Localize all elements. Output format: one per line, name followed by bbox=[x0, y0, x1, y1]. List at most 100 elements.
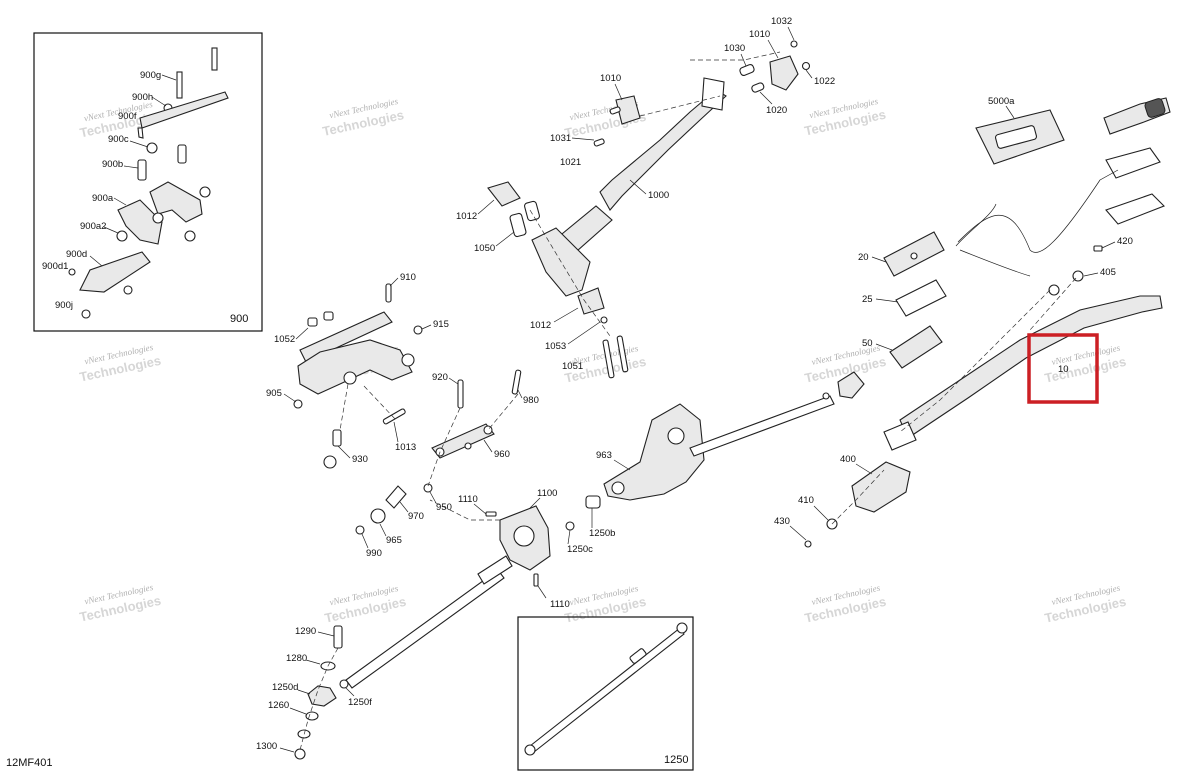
assembly-line bbox=[529, 209, 611, 337]
callout-1250c: 1250c bbox=[567, 544, 593, 555]
inset-1250-frame bbox=[517, 616, 694, 771]
clamp-1010-left bbox=[615, 95, 641, 125]
rod-1250 bbox=[529, 627, 685, 753]
assembly-line bbox=[339, 383, 349, 431]
link-hole-b bbox=[483, 425, 493, 435]
pin-1030 bbox=[739, 64, 755, 76]
callout-980: 980 bbox=[523, 395, 539, 406]
callout-400: 400 bbox=[840, 454, 856, 465]
washer-b bbox=[152, 212, 164, 224]
grip-wire bbox=[957, 169, 1119, 253]
callout-410: 410 bbox=[798, 495, 814, 506]
callout-900a: 900a bbox=[92, 193, 114, 204]
callout-1013: 1013 bbox=[395, 442, 416, 453]
rod-end bbox=[837, 371, 865, 399]
bolt-900g bbox=[176, 71, 183, 99]
base-900d bbox=[79, 251, 151, 293]
assembly-line bbox=[899, 289, 1051, 433]
bracket-bushing-b bbox=[343, 371, 357, 385]
rod-end-1250d bbox=[307, 685, 337, 707]
highlight-part-10[interactable] bbox=[1027, 333, 1099, 404]
callout-900d: 900d bbox=[66, 249, 87, 260]
callout-1032: 1032 bbox=[771, 16, 792, 27]
callout-963: 963 bbox=[596, 450, 612, 461]
clamp-1012-top bbox=[487, 181, 521, 207]
rod-nut bbox=[822, 392, 830, 400]
washer-1260 bbox=[305, 711, 319, 721]
grip-sleeve-b bbox=[1105, 193, 1165, 225]
callout-1260: 1260 bbox=[268, 700, 289, 711]
nut-1032 bbox=[790, 40, 798, 48]
callout-1250b: 1250b bbox=[589, 528, 615, 539]
mount-405 bbox=[1048, 284, 1060, 296]
mounting-bracket-labels: 910 915 1052 905 1013 930 bbox=[266, 272, 449, 465]
grip-cover-50 bbox=[889, 325, 943, 369]
plate-1052 bbox=[299, 311, 393, 363]
callout-900d1: 900d1 bbox=[42, 261, 68, 272]
bracket-1052 bbox=[297, 339, 413, 395]
assembly-line bbox=[831, 469, 885, 525]
callout-920: 920 bbox=[432, 372, 448, 383]
washer-d bbox=[116, 230, 128, 242]
callout-900: 900 bbox=[230, 313, 248, 325]
callout-910: 910 bbox=[400, 272, 416, 283]
shaft-collar bbox=[477, 555, 513, 585]
bolt-920 bbox=[457, 379, 464, 409]
clamp-1012-bottom bbox=[577, 287, 605, 315]
housing-bore bbox=[513, 525, 535, 547]
steering-column-labels: 1032 1010 1030 1022 1020 1010 1031 1021 … bbox=[456, 16, 835, 372]
rod-end-upper bbox=[676, 622, 688, 634]
logo-badge-ski-doo-logo bbox=[994, 125, 1038, 149]
callout-5000a: 5000a bbox=[988, 96, 1015, 107]
rod-collar bbox=[629, 648, 647, 664]
callout-960: 960 bbox=[494, 449, 510, 460]
callout-1250f: 1250f bbox=[348, 697, 372, 708]
bushing-965 bbox=[370, 508, 386, 524]
nut-1300 bbox=[294, 748, 306, 760]
nut-990 bbox=[355, 525, 365, 535]
callout-900h: 900h bbox=[132, 92, 153, 103]
callout-900g: 900g bbox=[140, 70, 161, 81]
fitting-1250b bbox=[585, 495, 601, 509]
nut-950 bbox=[423, 483, 433, 493]
callout-1110-a: 1110 bbox=[458, 494, 478, 505]
callout-1030: 1030 bbox=[724, 43, 745, 54]
grip-wire-c bbox=[959, 249, 1031, 277]
casting-boss bbox=[667, 427, 685, 445]
bolt-1051-b bbox=[616, 335, 629, 373]
handlebar-labels: 5000a 20 25 50 420 405 10 400 410 430 bbox=[774, 96, 1133, 541]
bolt-1031 bbox=[609, 106, 621, 115]
tie-rod bbox=[689, 395, 835, 457]
bracket-bushing bbox=[401, 353, 415, 367]
rod-end-lower bbox=[524, 744, 536, 756]
bushing-930 bbox=[332, 429, 342, 447]
figure-code: 12MF401 bbox=[6, 757, 52, 769]
pin-1013 bbox=[382, 408, 406, 425]
callout-1000: 1000 bbox=[648, 190, 669, 201]
nut-a bbox=[123, 285, 133, 295]
callout-1300: 1300 bbox=[256, 741, 277, 752]
mounting-bracket-group bbox=[293, 283, 423, 469]
nut-915 bbox=[413, 325, 423, 335]
callout-1290: 1290 bbox=[295, 626, 316, 637]
grip-insert-25 bbox=[895, 279, 947, 317]
screw-430 bbox=[804, 540, 812, 548]
callout-1100: 1100 bbox=[537, 488, 557, 499]
bolt-1051 bbox=[602, 339, 615, 379]
casting-eye bbox=[611, 481, 625, 495]
spacer-900b bbox=[137, 159, 147, 181]
bracket-400 bbox=[851, 461, 911, 513]
callout-405: 405 bbox=[1100, 267, 1116, 278]
callout-1051: 1051 bbox=[562, 361, 583, 372]
callout-430: 430 bbox=[774, 516, 790, 527]
callout-970: 970 bbox=[408, 511, 424, 522]
callout-1031: 1031 bbox=[550, 133, 571, 144]
callout-420: 420 bbox=[1117, 236, 1133, 247]
pin-1020 bbox=[751, 82, 765, 93]
main-shaft-labels: 1110 1100 1250b 1250c 1110 963 1290 1280… bbox=[256, 450, 631, 753]
callout-1020: 1020 bbox=[766, 105, 787, 116]
nut-930 bbox=[323, 455, 337, 469]
